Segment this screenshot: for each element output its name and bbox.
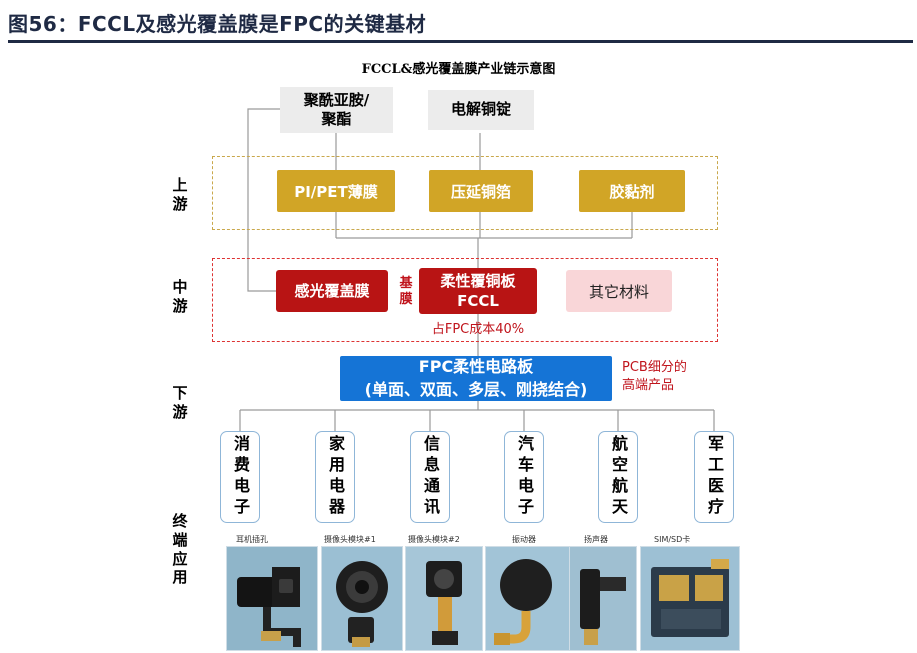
photo-vibrator <box>485 546 571 651</box>
photo-camera-module-2 <box>405 546 483 651</box>
tier-label-downstream: 下 游 <box>172 384 188 421</box>
application-telecom: 信息通讯 <box>410 431 450 523</box>
upstream-item-adhesive: 胶黏剂 <box>579 170 685 212</box>
upstream-item-pi-pet-film: PI/PET薄膜 <box>277 170 395 212</box>
midstream-other-materials: 其它材料 <box>566 270 672 312</box>
raw-material-polyimide: 聚酰亚胺/ 聚酯 <box>280 87 393 133</box>
title-rule <box>8 40 913 43</box>
photo-caption-speaker: 扬声器 <box>584 535 608 544</box>
photo-camera-module-1 <box>321 546 403 651</box>
figure-title: 图56：FCCL及感光覆盖膜是FPC的关键基材 <box>8 12 427 36</box>
tier-label-terminal: 终 端 应 用 <box>172 512 188 587</box>
photo-speaker <box>569 546 637 651</box>
photo-caption-vibrator: 振动器 <box>512 535 536 544</box>
application-consumer-electronics: 消费电子 <box>220 431 260 523</box>
diagram-title: FCCL&感光覆盖膜产业链示意图 <box>361 62 556 77</box>
raw-material-copper-ingot: 电解铜锭 <box>428 90 534 130</box>
upstream-item-rolled-copper-foil: 压延铜箔 <box>429 170 533 212</box>
photo-caption-sim-sd-card: SIM/SD卡 <box>654 535 691 544</box>
photo-earphone-jack <box>226 546 318 651</box>
substrate-film-label: 基 膜 <box>399 276 413 307</box>
fccl-cost-note: 占FPC成本40% <box>431 322 525 337</box>
midstream-region <box>212 258 718 342</box>
pcb-high-end-note: PCB细分的 高端产品 <box>622 360 687 393</box>
midstream-fccl: 柔性覆铜板 FCCL <box>419 268 537 314</box>
tier-label-upstream: 上 游 <box>172 176 188 213</box>
downstream-fpc: FPC柔性电路板 (单面、双面、多层、刚挠结合) <box>340 356 612 401</box>
application-military-medical: 军工医疗 <box>694 431 734 523</box>
photo-caption-camera-module-2: 摄像头模块#2 <box>408 535 460 544</box>
tier-label-midstream: 中 游 <box>172 278 188 315</box>
application-aerospace: 航空航天 <box>598 431 638 523</box>
application-home-appliances: 家用电器 <box>315 431 355 523</box>
upstream-region <box>212 156 718 230</box>
photo-sim-sd-card <box>640 546 740 651</box>
photo-caption-earphone-jack: 耳机插孔 <box>236 535 268 544</box>
midstream-photosensitive-cover-film: 感光覆盖膜 <box>276 270 388 312</box>
photo-caption-camera-module-1: 摄像头模块#1 <box>324 535 376 544</box>
application-automotive: 汽车电子 <box>504 431 544 523</box>
